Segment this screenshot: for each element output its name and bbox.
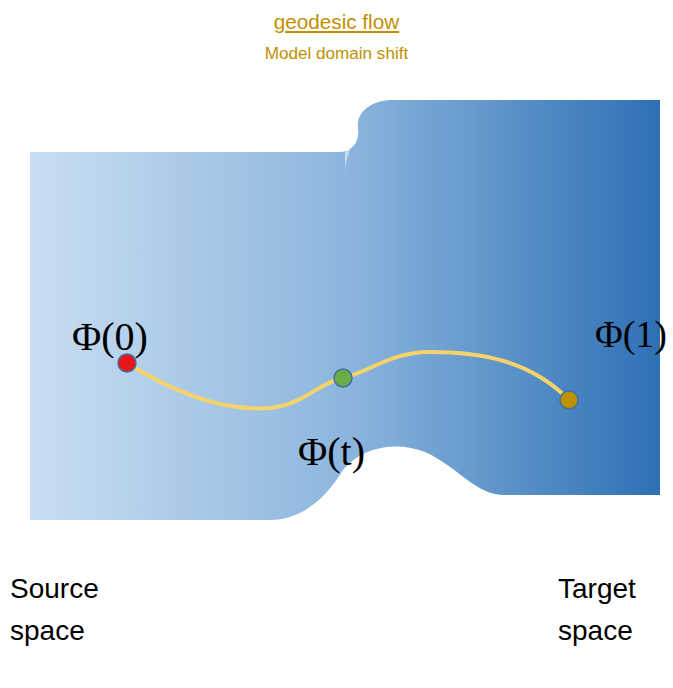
geodesic-curve	[127, 352, 569, 408]
space-label: Target space	[558, 568, 666, 652]
point-label: Φ(t)	[298, 428, 365, 475]
point-label: Φ(1)	[595, 312, 667, 356]
fold-shade	[345, 128, 358, 175]
point-label: Φ(0)	[72, 313, 148, 360]
intermediate-point	[334, 369, 352, 387]
target-point	[560, 391, 578, 409]
space-label: Source space	[10, 568, 130, 652]
diagram-title: geodesic flow	[0, 10, 673, 34]
subtitle: Model domain shift	[0, 44, 673, 64]
manifold-surface	[30, 100, 660, 520]
